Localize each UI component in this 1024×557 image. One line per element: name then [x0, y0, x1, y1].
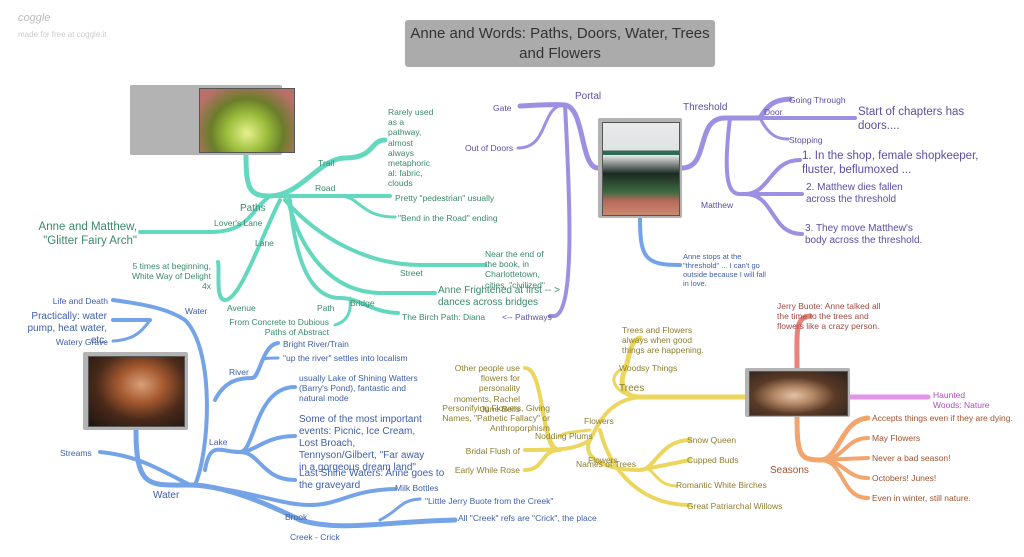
node-streams[interactable]: Streams [60, 448, 92, 458]
node-creek-crick[interactable]: Creek - Crick [290, 532, 340, 542]
node-jerry-buote[interactable]: Jerry Buote: Anne talked all the time to… [777, 301, 881, 332]
node-bridge-note[interactable]: Anne Frightened at first -- > dances acr… [438, 285, 561, 308]
node-portal[interactable]: Portal [575, 91, 602, 102]
lady-of-shalott-image [88, 356, 185, 427]
node-little-jerry[interactable]: "Little Jerry Buote from the Creek" [425, 496, 554, 506]
node-nodding-plums[interactable]: Nodding Plums [535, 431, 593, 441]
node-road-bend[interactable]: "Bend in the Road" ending [398, 213, 498, 223]
node-never-bad[interactable]: Never a bad season! [872, 453, 951, 463]
node-flowers[interactable]: Flowers [584, 416, 614, 426]
node-may-flowers[interactable]: May Flowers [872, 433, 921, 443]
node-pathways-link[interactable]: <-- Pathways [502, 312, 552, 322]
node-matthew[interactable]: Matthew [701, 200, 734, 210]
coggle-logo[interactable]: coggle [18, 12, 51, 24]
node-stopping[interactable]: Stopping [789, 135, 823, 145]
node-avenue-note[interactable]: 5 times at beginning, White Way of Delig… [131, 261, 211, 292]
node-crick-refs[interactable]: All "Creek" refs are "Crick", the place [458, 513, 597, 523]
node-paths[interactable]: Paths [240, 203, 266, 214]
central-topic[interactable]: Anne and Words: Paths, Doors, Water, Tre… [405, 20, 715, 67]
node-water-upper[interactable]: Water [185, 306, 208, 316]
node-flowers-2[interactable]: Flowers [588, 455, 618, 465]
seasons-branches [794, 414, 871, 500]
node-haunted-woods[interactable]: Haunted Woods: Nature [933, 390, 990, 411]
node-bridal-flush[interactable]: Bridal Flush of [465, 446, 520, 456]
node-out-of-doors[interactable]: Out of Doors [465, 143, 514, 153]
node-accepts-things[interactable]: Accepts things even if they are dying. [872, 413, 1013, 423]
water-branches [98, 216, 682, 529]
node-winter[interactable]: Even in winter, still nature. [872, 493, 971, 503]
node-lovers-lane[interactable]: Lover's Lane [214, 218, 263, 228]
node-woodsy-things[interactable]: Woodsy Things [619, 363, 678, 373]
node-avenue[interactable]: Avenue [227, 303, 256, 313]
node-brook[interactable]: Brook [285, 512, 308, 522]
node-other-people[interactable]: Other people use flowers for personality… [453, 363, 520, 414]
node-street[interactable]: Street [400, 268, 423, 278]
portal-branches [516, 96, 857, 318]
trees-branches [523, 335, 748, 507]
node-lake-events[interactable]: Some of the most important events: Picni… [299, 414, 425, 473]
node-lane[interactable]: Lane [255, 238, 274, 248]
node-water-root[interactable]: Water [153, 490, 180, 501]
node-practically[interactable]: Practically: water pump, heat water, etc… [27, 311, 108, 346]
paths-branches [138, 137, 487, 327]
node-start-of-chapters[interactable]: Start of chapters has doors.... [858, 106, 965, 132]
node-bright-river[interactable]: Bright River/Train [283, 339, 349, 349]
node-last-shine-waters[interactable]: Last Shine Waters: Anne goes to the grav… [299, 468, 445, 491]
node-snow-queen[interactable]: Snow Queen [687, 435, 737, 445]
node-bridge[interactable]: Bridge [350, 298, 375, 308]
node-door[interactable]: Door [764, 107, 783, 117]
node-matthew-1[interactable]: 1. In the shop, female shopkeeper, flust… [802, 150, 979, 176]
node-glitter-fairy-arch[interactable]: Anne and Matthew, "Glitter Fairy Arch" [38, 221, 137, 247]
node-path[interactable]: Path [317, 303, 335, 313]
node-names-of-trees[interactable]: Names of Trees [576, 459, 636, 469]
green-gables-door-image [602, 122, 680, 216]
node-octobers[interactable]: Octobers! Junes! [872, 473, 937, 483]
node-watery-grave[interactable]: Watery Grave [55, 337, 108, 347]
node-abstract-paths[interactable]: From Concrete to Dubious Paths of Abstra… [229, 317, 329, 338]
node-seasons[interactable]: Seasons [770, 465, 809, 476]
node-threshold[interactable]: Threshold [683, 102, 728, 113]
node-going-through[interactable]: Going Through [789, 95, 846, 105]
node-trail-note[interactable]: Rarely used as a pathway, almost always … [388, 107, 434, 189]
node-lake-shining[interactable]: usually Lake of Shining Watters (Barry's… [299, 373, 418, 404]
node-trail[interactable]: Trail [318, 158, 335, 168]
node-up-the-river[interactable]: "up the river" settles into localism [283, 353, 408, 363]
node-milk-bottles[interactable]: Milk Bottles [395, 483, 439, 493]
node-gate[interactable]: Gate [493, 103, 512, 113]
node-life-and-death[interactable]: Life and Death [52, 296, 108, 306]
node-personifying[interactable]: Personifying Flowers, Giving Names, "Pat… [442, 403, 550, 434]
jerry-branch [794, 313, 813, 371]
node-lake[interactable]: Lake [209, 437, 228, 447]
anne-portrait-image [749, 371, 848, 416]
node-street-note[interactable]: Near the end of the book, in Charlotteto… [485, 249, 545, 290]
tree-tunnel-image [199, 88, 295, 153]
node-cupped-buds[interactable]: Cupped Buds [687, 455, 739, 465]
node-road-pedestrian[interactable]: Pretty "pedestrian" usually [395, 193, 495, 203]
node-road[interactable]: Road [315, 183, 336, 193]
node-early-rose[interactable]: Early While Rose [454, 465, 520, 475]
node-white-birches[interactable]: Romantic White Birches [676, 480, 767, 490]
node-trees-and-flowers[interactable]: Trees and Flowers always when good thing… [622, 325, 704, 356]
node-anne-stops[interactable]: Anne stops at the "threshold" ... I can'… [683, 252, 766, 288]
node-willows[interactable]: Great Patriarchal Willows [687, 501, 783, 511]
node-river[interactable]: River [229, 367, 249, 377]
node-birch-path[interactable]: The Birch Path: Diana [402, 312, 486, 322]
made-with-link[interactable]: made for free at coggle.it [18, 30, 107, 39]
node-trees[interactable]: Trees [619, 383, 645, 394]
node-matthew-2[interactable]: 2. Matthew dies fallen across the thresh… [806, 182, 903, 205]
node-matthew-3[interactable]: 3. They move Matthew's body across the t… [805, 223, 923, 246]
